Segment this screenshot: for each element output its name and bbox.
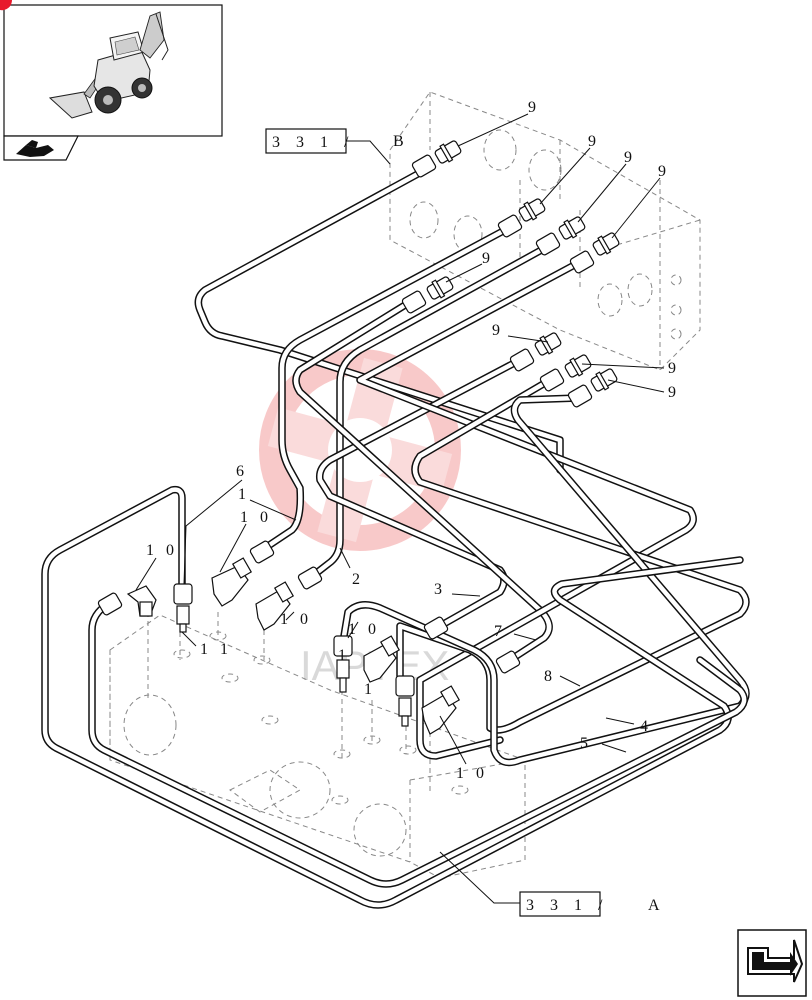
callout-8: 8: [544, 668, 556, 685]
callout-6: 6: [236, 463, 248, 480]
fitting-9: [590, 368, 618, 392]
backhoe-loader-thumbnail-icon: [48, 11, 169, 119]
fitting-10: [363, 635, 401, 683]
fitting-9: [564, 354, 592, 378]
fitting-10: [126, 585, 157, 617]
callout-4: 4: [640, 718, 652, 735]
leader-lines: [135, 113, 665, 765]
callout-10: 1 0: [348, 621, 380, 638]
callout-5: 5: [580, 735, 592, 752]
fitting-10: [421, 685, 461, 735]
callouts: 9 9 9 9 9 9 9 9 6 1 1 0 1 0 2 3 7 1 0 1 …: [146, 99, 680, 782]
corner-marker: [0, 0, 13, 11]
fitting-9: [434, 140, 462, 164]
callout-9: 9: [668, 384, 680, 401]
fitting-9: [518, 198, 546, 222]
callout-7: 7: [494, 623, 506, 640]
fitting-11: [333, 635, 353, 693]
fitting-10: [211, 557, 253, 607]
callout-9: 9: [668, 360, 680, 377]
callout-10: 1 0: [240, 509, 272, 526]
callout-11: 1 1: [200, 641, 232, 658]
callout-10: 1 0: [146, 542, 178, 559]
callout-9: 9: [624, 149, 636, 166]
callout-10: 1 0: [280, 611, 312, 628]
fitting-9: [426, 276, 454, 300]
reference-box-a[interactable]: 3 3 1 / A: [439, 851, 664, 917]
callout-9: 9: [492, 322, 504, 339]
reference-box-a-label: 3 3 1 /: [526, 897, 608, 914]
reference-letter-a: A: [648, 897, 664, 914]
fitting-11: [395, 675, 415, 727]
lower-fittings: [97, 540, 521, 735]
callout-1: 1: [338, 647, 350, 664]
next-page-arrow-icon[interactable]: [737, 929, 807, 997]
fitting-9: [558, 216, 586, 240]
lower-valve-block: [109, 612, 526, 879]
fitting-9: [592, 232, 620, 256]
reference-box-b-label: 3 3 1 /: [272, 134, 354, 151]
callout-9: 9: [658, 163, 670, 180]
fitting-9: [534, 332, 562, 356]
callout-1: 1: [364, 681, 376, 698]
reference-box-b[interactable]: 3 3 1 / B: [265, 128, 408, 165]
callout-2: 2: [352, 571, 364, 588]
reference-letter-b: B: [393, 133, 408, 150]
callout-1: 1: [238, 486, 250, 503]
pipe-assemblies: [41, 166, 750, 909]
upper-fittings: [401, 140, 620, 408]
callout-9: 9: [482, 250, 494, 267]
callout-10: 1 0: [456, 765, 488, 782]
fitting-11: [173, 583, 193, 633]
callout-9: 9: [588, 133, 600, 150]
fitting-10: [255, 581, 295, 631]
hand-pointer-nav-icon[interactable]: [16, 140, 54, 157]
upper-valve-block: [389, 91, 701, 371]
header-thumbnail: [0, 0, 223, 161]
callout-9: 9: [528, 99, 540, 116]
callout-3: 3: [434, 581, 446, 598]
